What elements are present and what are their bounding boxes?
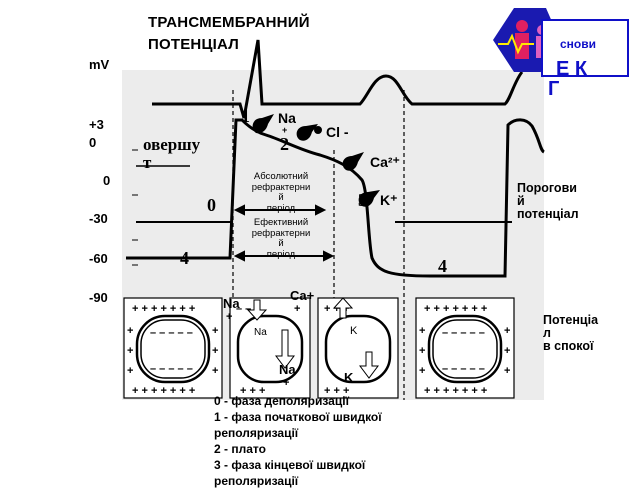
svg-text:+ + + + + + +: + + + + + + +	[424, 303, 487, 315]
phase-0-label: 0	[207, 195, 216, 215]
ecg-trace	[152, 39, 524, 119]
svg-text:– – – – –: – – – – –	[442, 327, 485, 339]
svg-text:+ + +: + + +	[324, 385, 349, 397]
y-label-minus30: -30	[89, 211, 108, 226]
cell-ca-top: Ca+	[290, 288, 315, 303]
ion-cl-label: Cl -	[326, 124, 349, 140]
action-potential-curve	[126, 118, 545, 278]
resting-potential-label: Потенціа л в спокої	[543, 313, 599, 353]
phase-4-label-left: 4	[180, 248, 189, 268]
k-arrow-icon	[358, 190, 380, 207]
cell-row	[123, 297, 515, 399]
svg-text:+ + + + + + +: + + + + + + +	[424, 385, 487, 397]
y-label-zero: 0	[103, 173, 111, 188]
svg-text:+: +	[127, 365, 133, 377]
cell-na-bottom-plus: +	[283, 377, 290, 389]
threshold-potential-label: Порогови й потенціал	[517, 181, 579, 221]
cell-k-bottom: K	[344, 370, 354, 385]
ion-na-plus: +	[282, 125, 288, 135]
cell-k-inner: K	[350, 325, 358, 337]
logo-text-g: Г	[548, 78, 560, 100]
cl-arrow-icon	[296, 124, 318, 141]
y-ticks	[132, 149, 138, 266]
absolute-refractory-label: Абсолютний рефрактерни й період	[251, 171, 311, 214]
svg-text:+: +	[504, 325, 510, 337]
ca-arrow-icon	[342, 152, 364, 171]
legend-line: 3 - фаза кінцевої швидкої	[214, 458, 366, 472]
svg-text:+: +	[419, 365, 425, 377]
ion-ca-label: Ca²⁺	[370, 154, 400, 170]
svg-text:+: +	[419, 325, 425, 337]
y-axis-unit: mV	[89, 57, 110, 72]
phase-legend: 0 - фаза деполяризації 1 - фаза початков…	[214, 393, 382, 489]
svg-text:+ + + + + + +: + + + + + + +	[132, 385, 195, 397]
legend-line: реполяризації	[214, 474, 299, 488]
svg-text:+ + + + + + +: + + + + + + +	[132, 303, 195, 315]
phase-dividers	[232, 90, 405, 400]
svg-text:+: +	[419, 345, 425, 357]
svg-text:– – – – –: – – – – –	[442, 363, 485, 375]
membrane-arrows	[246, 297, 379, 379]
phase-1-label: 1	[241, 106, 250, 126]
svg-text:+: +	[504, 345, 510, 357]
legend-line: 0 - фаза деполяризації	[214, 394, 349, 408]
phase-3-label: 3	[358, 190, 367, 210]
svg-text:+: +	[504, 365, 510, 377]
ion-na-label: Na	[278, 110, 296, 126]
cell-na-top-plus: +	[226, 311, 233, 323]
refractory-arrows	[233, 204, 335, 262]
y-label-plus30-a: +3	[89, 117, 104, 132]
cell-na-inner: Na	[254, 327, 267, 338]
phase-4-label-right: 4	[438, 256, 447, 276]
svg-text:+: +	[212, 365, 218, 377]
legend-line: 1 - фаза початкової швидкої	[214, 410, 382, 424]
svg-text:– – – – –: – – – – –	[150, 363, 193, 375]
phase-2-label: 2	[280, 134, 289, 154]
logo-box	[541, 19, 629, 77]
logo-text: снови	[560, 37, 597, 51]
legend-line: 2 - плато	[214, 442, 266, 456]
y-label-minus60: -60	[89, 251, 108, 266]
cell-na-top: Na	[223, 296, 240, 311]
y-label-plus30-b: 0	[89, 135, 97, 150]
na-arrow-icon	[252, 114, 274, 134]
svg-text:+: +	[212, 345, 218, 357]
effective-refractory-label: Ефективний рефрактерни й період	[251, 217, 311, 260]
legend-line: реполяризації	[214, 426, 299, 440]
svg-text:+: +	[127, 325, 133, 337]
svg-text:+: +	[212, 325, 218, 337]
charge-signs: + + + + + + + + + + + + + + + + + + + + – – –…	[127, 303, 510, 397]
svg-text:– – – – –: – – – – –	[150, 327, 193, 339]
overshoot-label: овершу т	[143, 135, 201, 172]
svg-text:+ + +: + + +	[240, 385, 265, 397]
ion-k-label: K⁺	[380, 192, 398, 208]
page-title: ТРАНСМЕМБРАННИЙ ПОТЕНЦІАЛ	[148, 14, 310, 53]
y-label-minus90: -90	[89, 290, 108, 305]
cell-na-bottom: Na	[279, 362, 296, 377]
svg-text:+: +	[127, 345, 133, 357]
logo-text-ek: Е К	[556, 58, 588, 80]
cell-ca-top-plus: +	[294, 303, 301, 315]
